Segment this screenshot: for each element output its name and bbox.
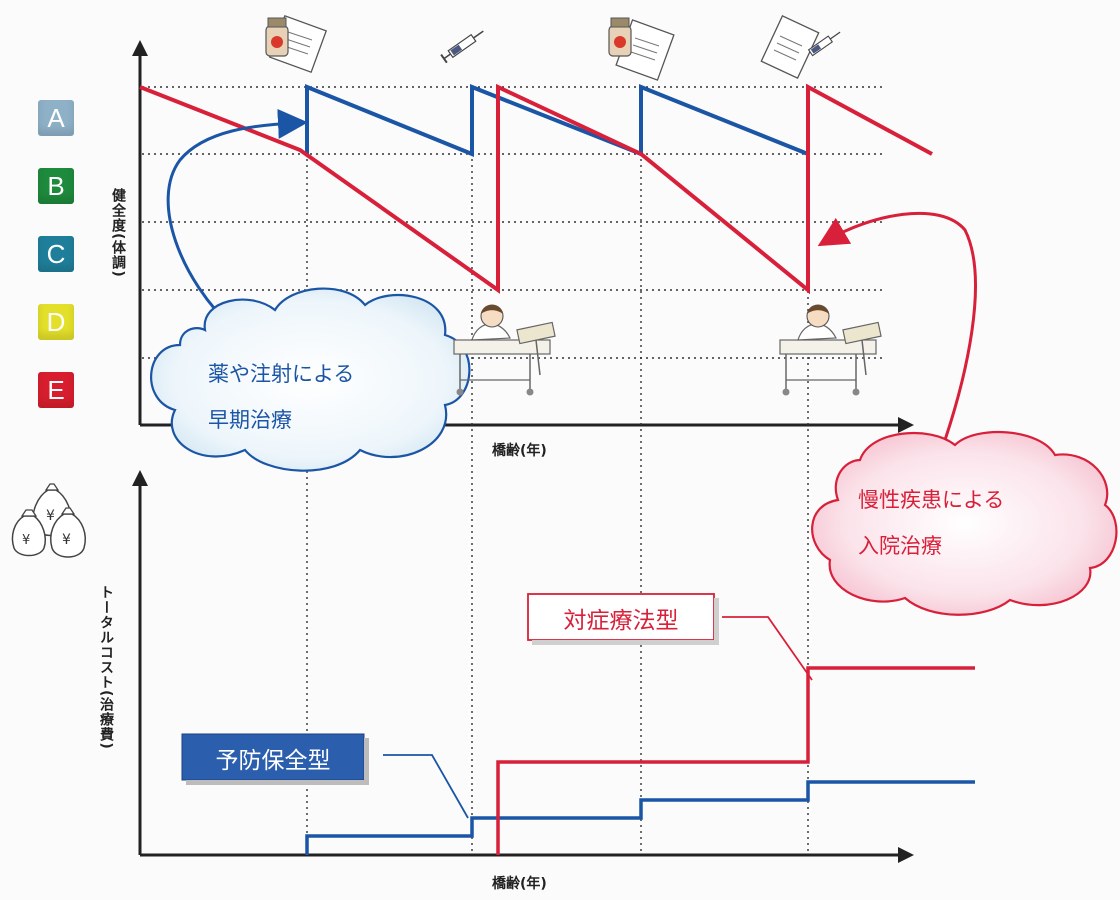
svg-text:¥: ¥ xyxy=(46,508,55,524)
bottom-chart-ylabel: トータルコスト(治療費) xyxy=(98,585,114,750)
reactive-legend-label: 対症療法型 xyxy=(563,608,679,634)
hospital-treatment-cloud xyxy=(811,430,1118,616)
money-bags-icon: ¥ ¥ ¥ xyxy=(11,483,86,558)
early-treatment-cloud xyxy=(150,287,471,472)
preventive-health-line xyxy=(305,84,810,157)
medicine-bottle-and-document-icon xyxy=(608,17,675,81)
medicine-bottle-and-document-icon xyxy=(265,14,328,74)
top-chart-xlabel: 橋齢(年) xyxy=(492,443,547,459)
preventive-cost-line xyxy=(305,780,975,855)
document-and-syringe-icon xyxy=(760,15,841,79)
vertical-guides xyxy=(306,87,809,855)
top-chart-grid xyxy=(142,86,885,359)
grade-badge-b: B xyxy=(38,168,74,204)
bottom-chart-xlabel: 橋齢(年) xyxy=(492,876,547,892)
grade-badge-a: A xyxy=(38,100,74,136)
early-treatment-arrow xyxy=(166,108,308,332)
reactive-health-line xyxy=(139,83,933,295)
preventive-legend-box xyxy=(181,733,365,781)
svg-text:¥: ¥ xyxy=(62,532,71,548)
preventive-legend-label: 予防保全型 xyxy=(215,748,331,774)
reactive-cost-line xyxy=(496,666,975,855)
hospital-bed-patient-icon xyxy=(453,304,556,396)
hospital-treatment-text-1: 慢性疾患による xyxy=(858,488,1005,512)
svg-text:¥: ¥ xyxy=(22,533,30,548)
top-chart-ylabel: 健全度(体調) xyxy=(110,188,126,278)
grade-badge-d: D xyxy=(38,304,74,340)
syringe-icon xyxy=(440,30,484,64)
hospital-bed-patient-icon xyxy=(779,304,882,396)
early-treatment-text-2: 早期治療 xyxy=(208,408,292,432)
hospital-treatment-text-2: 入院治療 xyxy=(858,534,942,558)
hospital-treatment-arrow xyxy=(817,211,977,441)
bottom-chart-axes xyxy=(132,470,914,863)
grade-badge-c: C xyxy=(38,236,74,272)
early-treatment-text-1: 薬や注射による xyxy=(208,362,355,386)
reactive-leader-line xyxy=(722,616,813,681)
grade-badge-e: E xyxy=(38,372,74,408)
preventive-leader-line xyxy=(383,754,469,819)
